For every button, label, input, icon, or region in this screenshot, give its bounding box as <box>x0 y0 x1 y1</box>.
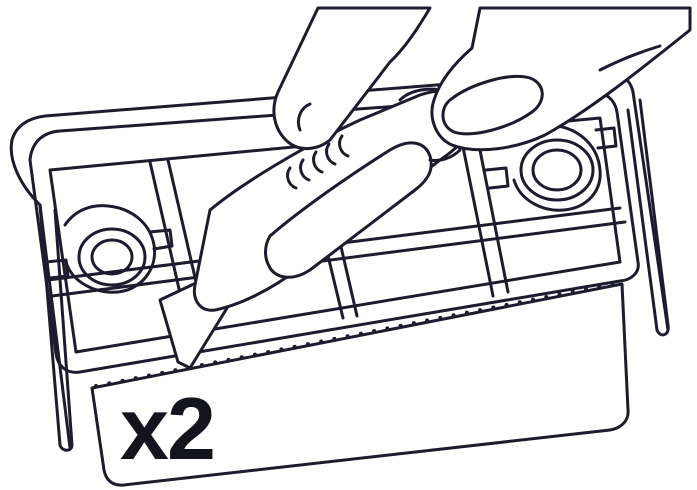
finger-icon <box>272 6 692 152</box>
tray-divider-3 <box>458 130 495 298</box>
tray-front-flange <box>90 282 630 487</box>
dotted-cut-line-icon <box>94 280 624 388</box>
finger-right <box>430 6 692 152</box>
left-boss <box>44 204 174 294</box>
finger-right-knuckle <box>598 44 662 72</box>
tool-blade-icon <box>158 87 472 370</box>
finger-left <box>272 6 432 150</box>
tray-left-post <box>38 203 74 452</box>
tray-mid-bar-2 <box>50 220 627 298</box>
tool-handle-pad <box>264 141 433 279</box>
filter-tray-icon <box>9 70 670 487</box>
multiplier-label: x2 <box>120 379 216 478</box>
tray-divider-3b <box>474 128 510 294</box>
finger-left-nail <box>296 102 312 132</box>
tray-inner-rim <box>28 90 640 374</box>
tool-grip-rings <box>286 134 350 190</box>
finger-right-nail <box>441 74 544 136</box>
tray-right-post <box>626 98 670 337</box>
